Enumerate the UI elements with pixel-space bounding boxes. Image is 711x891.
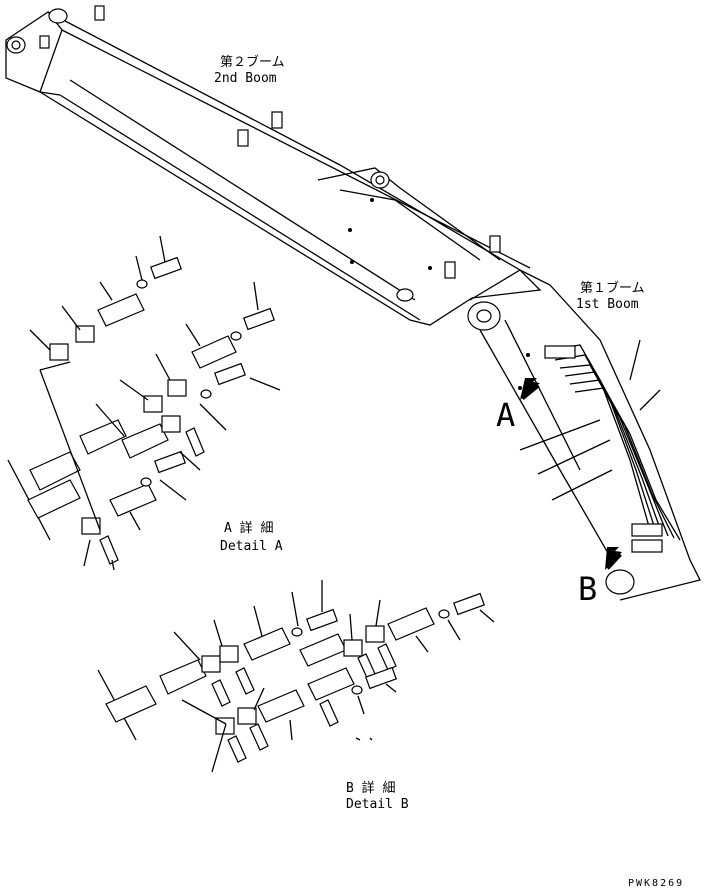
view-a-label: A — [496, 396, 515, 434]
view-a-arrow-icon — [520, 378, 540, 400]
second-boom-jp-label: 第２ブーム — [220, 54, 285, 70]
first-boom-jp-label: 第１ブーム — [580, 280, 645, 296]
drawing-code: PWK8269 — [628, 878, 684, 889]
detail-a-jp-label: A 詳 細 — [224, 520, 273, 536]
first-boom — [467, 269, 701, 601]
second-boom-en-label: 2nd Boom — [214, 71, 277, 86]
view-b-label: B — [578, 570, 597, 608]
detail-a-en-label: Detail A — [220, 539, 283, 554]
second-boom — [5, 5, 542, 326]
detail-b-jp-label: B 詳 細 — [346, 780, 395, 796]
first-boom-en-label: 1st Boom — [576, 297, 639, 312]
detail-a-drawing — [7, 235, 281, 571]
view-b-arrow-icon — [605, 547, 622, 570]
detail-b-en-label: Detail B — [346, 797, 409, 812]
detail-b-drawing — [97, 580, 495, 773]
leader-lines — [519, 339, 661, 501]
